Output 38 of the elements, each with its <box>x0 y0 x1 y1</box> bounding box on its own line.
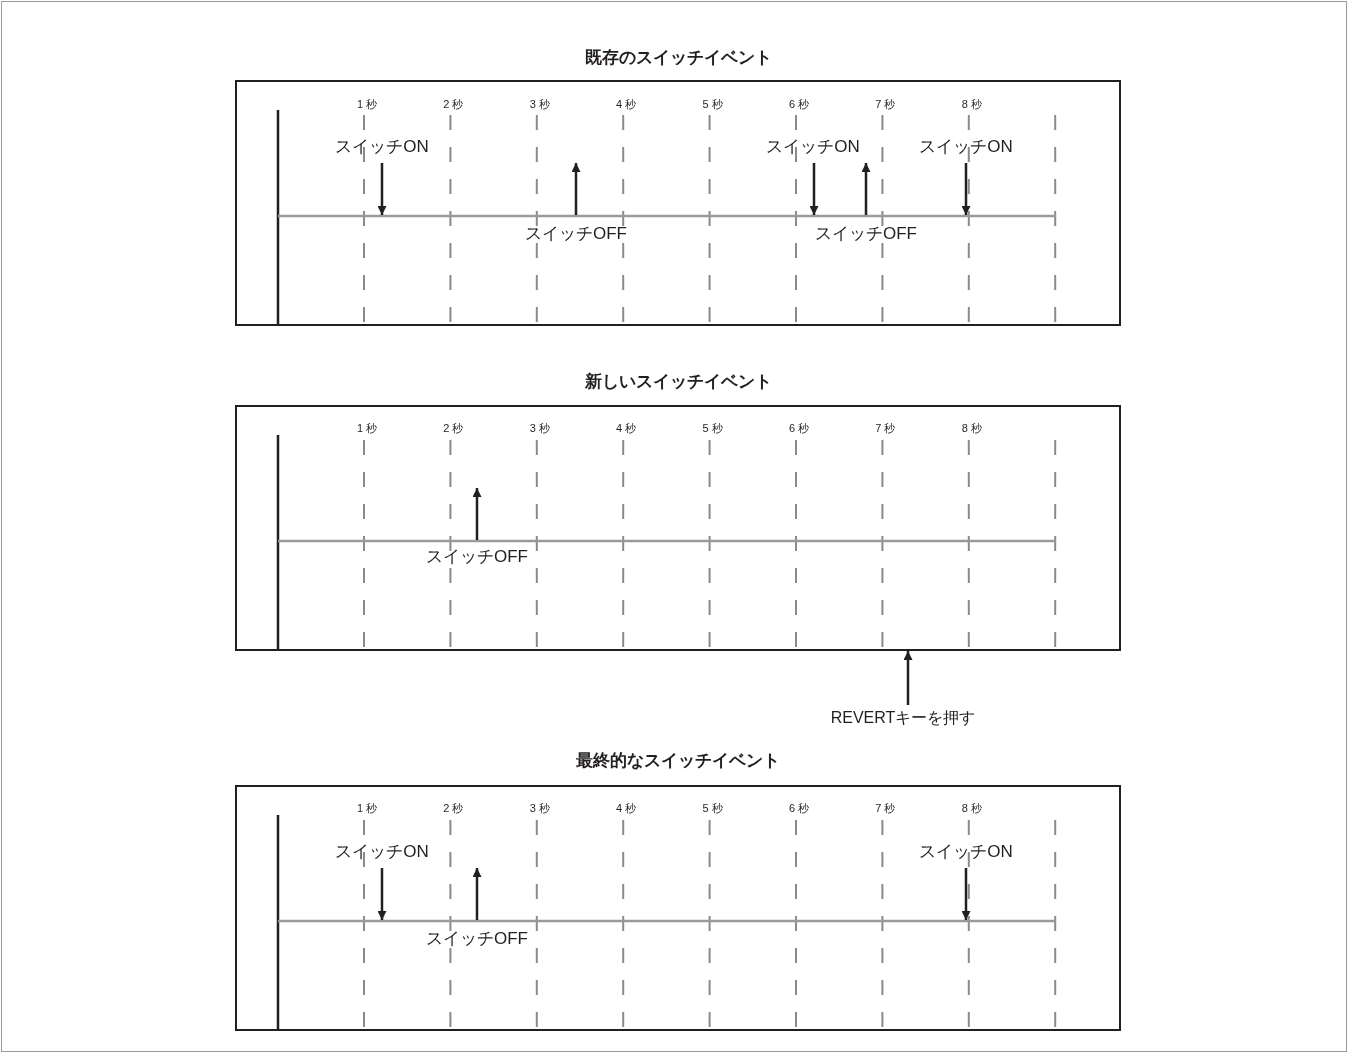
tick-label: 2 秒 <box>443 422 464 434</box>
note-text: REVERTキーを押す <box>830 708 976 728</box>
tick-label: 8 秒 <box>961 802 982 814</box>
event-label: スイッチON <box>919 842 1013 860</box>
tick-label: 8 秒 <box>961 422 982 434</box>
event-label: スイッチON <box>335 842 429 860</box>
tick-label: 5 秒 <box>702 422 723 434</box>
tick-label: 7 秒 <box>875 802 896 814</box>
tick-label: 7 秒 <box>875 98 896 110</box>
tick-label: 5 秒 <box>702 98 723 110</box>
tick-label: 1 秒 <box>356 422 378 434</box>
tick-label: 5 秒 <box>702 802 723 814</box>
event-label: スイッチON <box>335 137 429 155</box>
panel-title: 新しいスイッチイベント <box>583 372 773 392</box>
tick-label: 1 秒 <box>356 802 378 814</box>
panel-title: 既存のスイッチイベント <box>583 48 773 68</box>
tick-label: 3 秒 <box>529 98 550 110</box>
event-label: スイッチOFF <box>815 224 917 242</box>
panel-title: 最終的なスイッチイベント <box>575 751 781 771</box>
tick-label: 4 秒 <box>616 422 637 434</box>
tick-label: 6 秒 <box>788 422 810 434</box>
tick-label: 1 秒 <box>356 98 378 110</box>
event-label: スイッチON <box>919 137 1013 155</box>
tick-label: 3 秒 <box>529 422 550 434</box>
tick-label: 2 秒 <box>443 98 464 110</box>
tick-label: 4 秒 <box>616 98 637 110</box>
tick-label: 8 秒 <box>961 98 982 110</box>
tick-label: 4 秒 <box>616 802 637 814</box>
event-label: スイッチOFF <box>426 929 528 947</box>
tick-label: 7 秒 <box>875 422 896 434</box>
tick-label: 3 秒 <box>529 802 550 814</box>
tick-label: 6 秒 <box>788 802 810 814</box>
arrow <box>903 651 913 705</box>
tick-label: 6 秒 <box>788 98 810 110</box>
event-label: スイッチOFF <box>426 547 528 565</box>
tick-label: 2 秒 <box>443 802 464 814</box>
event-label: スイッチON <box>766 137 860 155</box>
event-label: スイッチOFF <box>525 224 627 242</box>
